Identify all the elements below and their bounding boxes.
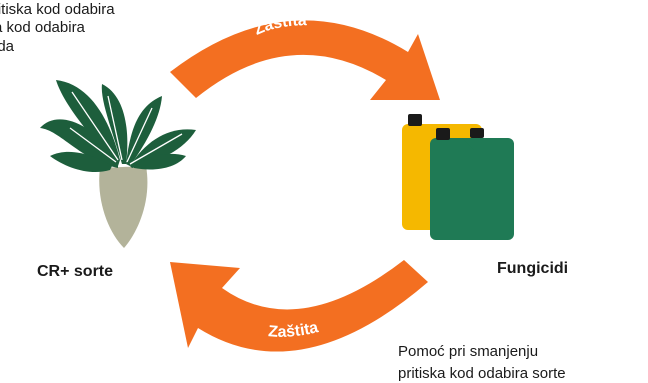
fungicide-canisters-icon xyxy=(402,114,514,240)
fungicidi-label: Fungicidi xyxy=(497,260,569,277)
top-left-text-line-1: a pritiska kod odabira xyxy=(0,1,115,18)
top-arrow: Zaštita xyxy=(170,12,440,100)
bottom-right-text-line-2: pritiska kod odabira sorte xyxy=(398,365,566,382)
bottom-arrow: Zaštita xyxy=(170,260,428,352)
bottom-arrow-label: Zaštita xyxy=(268,319,320,341)
cr-sorte-label: CR+ sorte xyxy=(37,263,114,280)
bottom-right-text-line-1: Pomoć pri smanjenju xyxy=(398,343,539,360)
top-left-text-line-2: a kod odabira xyxy=(0,19,85,36)
top-left-text-line-3: ida xyxy=(0,38,15,55)
sugar-beet-icon xyxy=(40,80,196,248)
